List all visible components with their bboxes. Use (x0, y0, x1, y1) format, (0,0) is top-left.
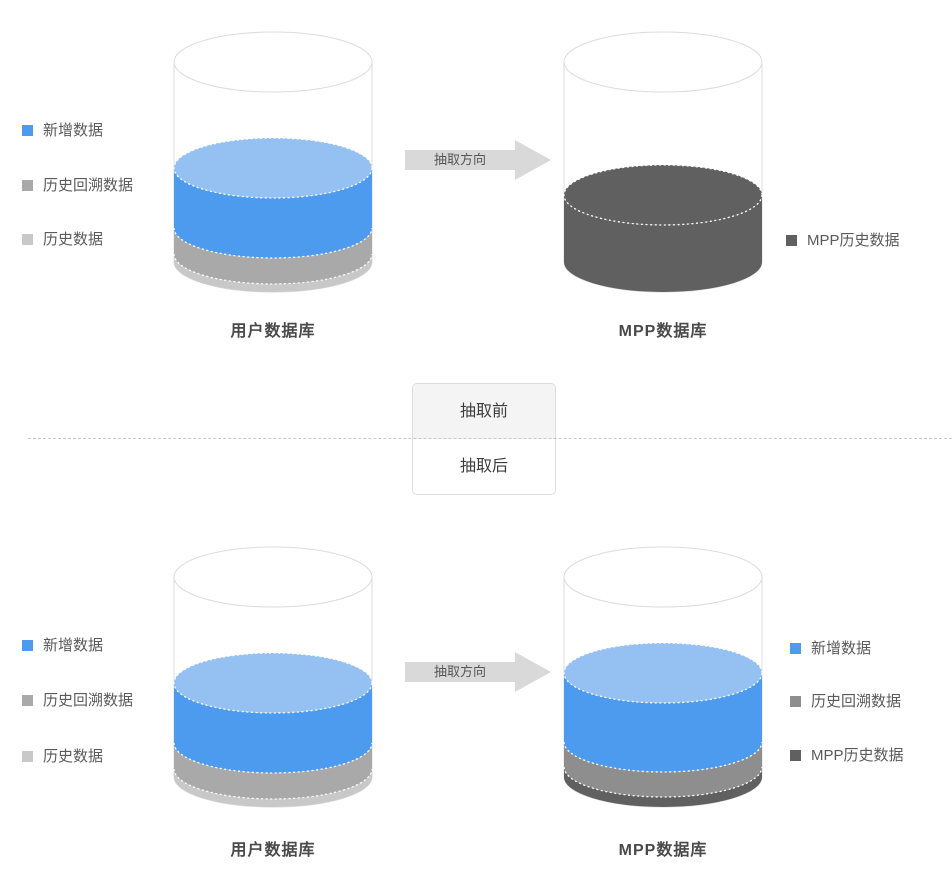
legend-item-new-data: 新增数据 (790, 640, 871, 657)
legend-label: 新增数据 (43, 122, 104, 139)
legend-swatch-rect (22, 640, 33, 651)
mpp-db-label-before: MPP数据库 (618, 323, 708, 340)
arrow-label: 抽取方向 (433, 152, 486, 167)
layer-new-data-face (564, 643, 762, 703)
legend-item-new-data: 新增数据 (22, 122, 103, 139)
cylinder-top-rim (563, 31, 763, 93)
cylinder-user-db-before (173, 31, 373, 293)
cylinder-user-db-after (173, 546, 373, 808)
legend-swatch-icon (22, 695, 33, 706)
user-db-label-before: 用户数据库 (230, 323, 316, 340)
divider-dotted-arc (173, 742, 373, 774)
divider-dotted-arc (563, 766, 763, 798)
legend-swatch-rect (790, 696, 801, 707)
phase-before-tab[interactable]: 抽取前 (413, 384, 555, 439)
layer-new-data-band (174, 683, 372, 773)
legend-item-history: 历史数据 (22, 231, 103, 248)
cylinder-top-rim (173, 31, 373, 93)
divider-dotted-arc (173, 768, 373, 800)
legend-swatch-rect (22, 180, 33, 191)
legend-swatch-icon (22, 751, 33, 762)
layer-new-data-band (564, 673, 762, 772)
legend-item-history-trace: 历史回溯数据 (790, 693, 901, 710)
divider-dotted-face (563, 642, 763, 704)
legend-label: 历史数据 (43, 748, 104, 765)
layer-history-trace-band (174, 743, 372, 799)
extraction-arrow-after: 抽取方向 (405, 652, 551, 692)
section-divider-dashed-line (28, 438, 952, 439)
legend-swatch-rect (786, 235, 797, 246)
legend-label: 历史数据 (43, 231, 104, 248)
divider-dotted-face (563, 164, 763, 226)
legend-swatch-rect (790, 750, 801, 761)
cylinder-mpp-db-before (563, 31, 763, 293)
cylinder-top-rim (173, 546, 373, 608)
layer-mpp-history-band (564, 767, 762, 807)
legend-item-history-trace: 历史回溯数据 (22, 692, 133, 709)
layer-mpp-history-face (564, 165, 762, 225)
layer-history-trace-band (174, 228, 372, 284)
legend-swatch-rect (22, 234, 33, 245)
layer-history-band (174, 254, 372, 292)
legend-swatch-rect (22, 125, 33, 136)
legend-swatch-icon (22, 640, 33, 651)
legend-swatch-icon (790, 643, 801, 654)
legend-swatch-icon (790, 750, 801, 761)
divider-dotted-face (173, 652, 373, 714)
legend-swatch-rect (790, 643, 801, 654)
legend-label: 历史回溯数据 (811, 693, 902, 710)
legend-label: MPP历史数据 (811, 747, 904, 764)
divider-dotted-arc (173, 227, 373, 259)
layer-new-data-face (174, 138, 372, 198)
legend-swatch-icon (22, 180, 33, 191)
legend-item-new-data: 新增数据 (22, 637, 103, 654)
legend-swatch-rect (22, 695, 33, 706)
phase-selector: 抽取前 抽取后 (412, 383, 556, 495)
phase-after-tab[interactable]: 抽取后 (413, 439, 555, 494)
legend-label: 历史回溯数据 (43, 692, 134, 709)
cylinder-mpp-db-after (563, 546, 763, 808)
legend-swatch-rect (22, 751, 33, 762)
legend-swatch-icon (22, 125, 33, 136)
divider-dotted-face (173, 137, 373, 199)
legend-swatch-icon (786, 235, 797, 246)
legend-label: MPP历史数据 (807, 232, 900, 249)
layer-history-trace-band (564, 742, 762, 797)
layer-new-data-band (174, 168, 372, 258)
mpp-db-label-after: MPP数据库 (618, 842, 708, 859)
legend-label: 新增数据 (811, 640, 872, 657)
user-db-label-after: 用户数据库 (230, 842, 316, 859)
arrow-label: 抽取方向 (433, 664, 486, 679)
extraction-arrow-before: 抽取方向 (405, 140, 551, 180)
divider-dotted-arc (173, 253, 373, 285)
divider-dotted-arc (563, 741, 763, 773)
legend-label: 新增数据 (43, 637, 104, 654)
layer-history-band (174, 769, 372, 807)
legend-item-history: 历史数据 (22, 748, 103, 765)
layer-mpp-history-band (564, 195, 762, 292)
legend-swatch-icon (22, 234, 33, 245)
legend-item-mpp-history: MPP历史数据 (786, 232, 900, 249)
cylinder-top-rim (563, 546, 763, 608)
legend-label: 历史回溯数据 (43, 177, 134, 194)
legend-item-history-trace: 历史回溯数据 (22, 177, 133, 194)
legend-swatch-icon (790, 696, 801, 707)
layer-new-data-face (174, 653, 372, 713)
legend-item-mpp-history: MPP历史数据 (790, 747, 904, 764)
